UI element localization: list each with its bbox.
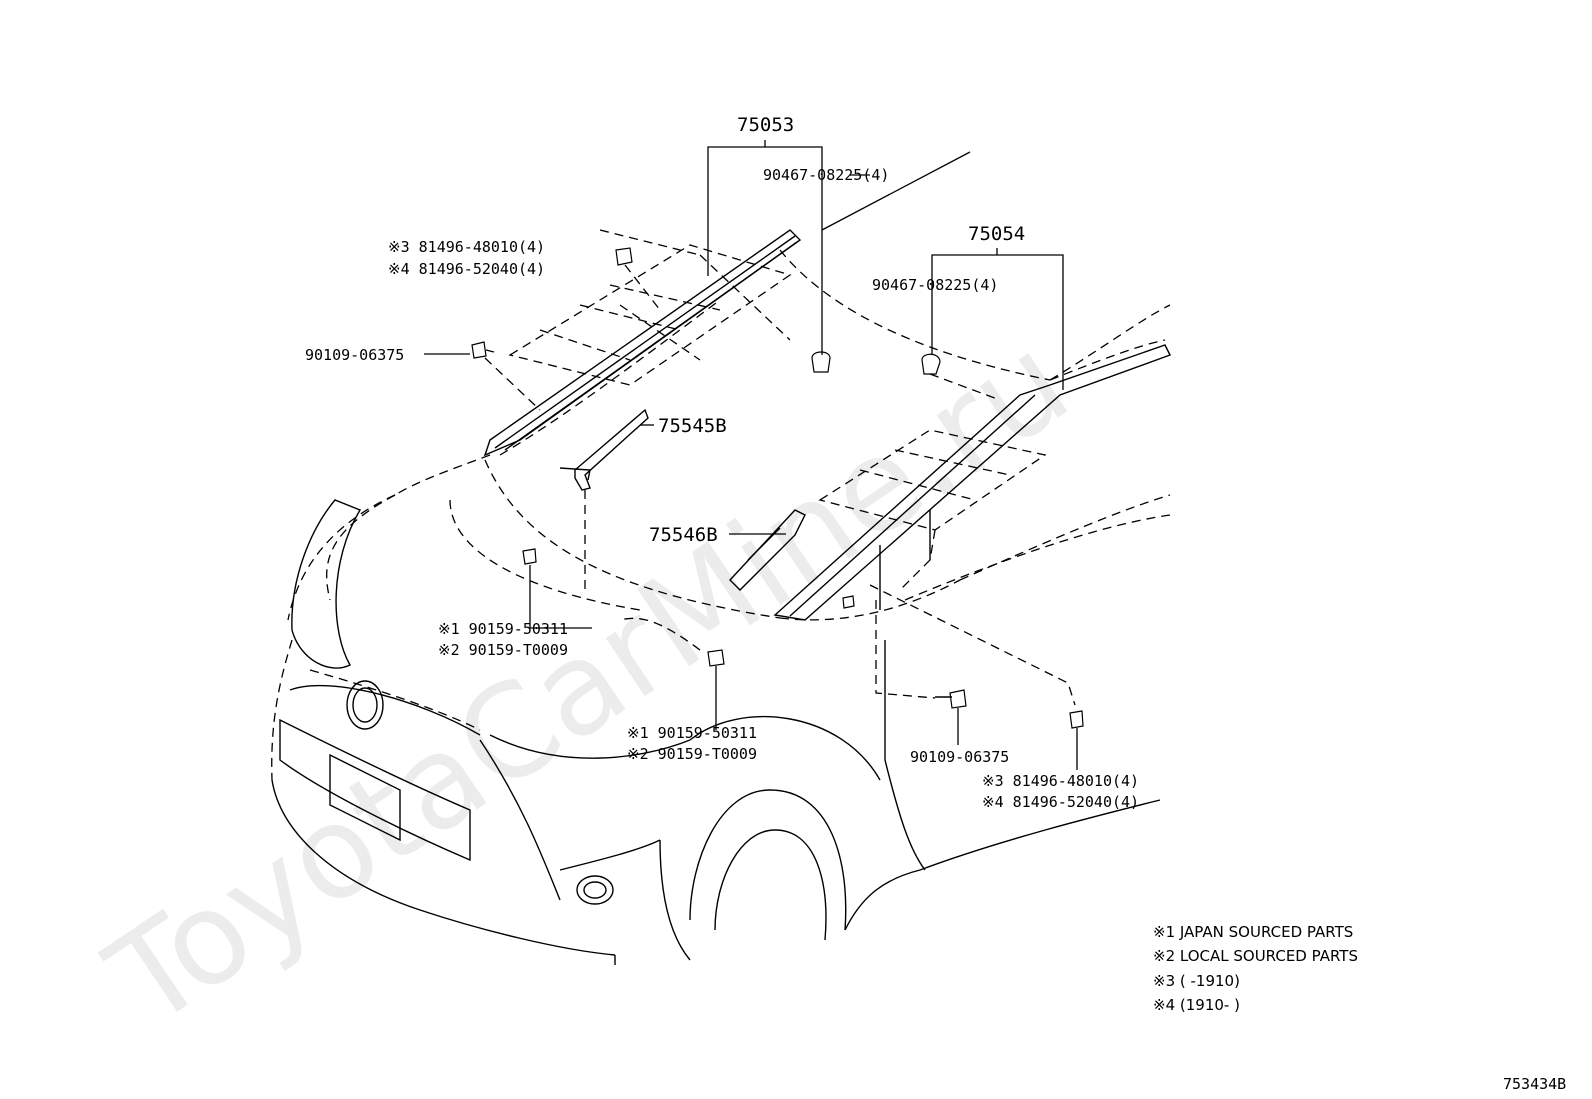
label-bolt-right: 90109-06375 bbox=[910, 748, 1009, 766]
label-75053-fastener: 90467-08225(4) bbox=[763, 166, 889, 184]
clip-left-icon bbox=[615, 247, 661, 311]
label-75546B: 75546B bbox=[649, 524, 718, 546]
label-screw-a-2: ※2 90159-T0009 bbox=[438, 641, 568, 659]
screw-b-icon bbox=[619, 617, 725, 667]
car-body-outline bbox=[271, 249, 1171, 965]
label-75054: 75054 bbox=[968, 223, 1025, 245]
figure-id: 753434B bbox=[1503, 1075, 1566, 1093]
label-bolt-left: 90109-06375 bbox=[305, 346, 404, 364]
legend: ※1 JAPAN SOURCED PARTS ※2 LOCAL SOURCED … bbox=[1153, 923, 1358, 1014]
bolt-right-icon bbox=[842, 595, 967, 709]
label-screw-b-1: ※1 90159-50311 bbox=[627, 724, 757, 742]
legend-item-3: ※3 ( -1910) bbox=[1153, 972, 1240, 990]
label-screw-b-2: ※2 90159-T0009 bbox=[627, 745, 757, 763]
label-clip-right-3: ※3 81496-48010(4) bbox=[982, 772, 1139, 790]
legend-item-2: ※2 LOCAL SOURCED PARTS bbox=[1153, 947, 1358, 965]
bolt-left-icon bbox=[471, 341, 541, 411]
screw-a-icon bbox=[522, 548, 537, 565]
label-screw-a-1: ※1 90159-50311 bbox=[438, 620, 568, 638]
label-75053: 75053 bbox=[737, 114, 794, 136]
part-75546B bbox=[729, 509, 806, 591]
moulding-75053 bbox=[483, 229, 802, 457]
fastener-75053-icon bbox=[811, 351, 831, 373]
clip-right-icon bbox=[869, 584, 1084, 729]
legend-item-1: ※1 JAPAN SOURCED PARTS bbox=[1153, 923, 1353, 941]
moulding-75053-install-grid bbox=[508, 229, 792, 386]
label-clip-right-4: ※4 81496-52040(4) bbox=[982, 793, 1139, 811]
watermark: ToyotaCarMine.ru bbox=[83, 307, 1094, 1056]
leader-lines bbox=[424, 140, 1078, 770]
label-clip-left-3: ※3 81496-48010(4) bbox=[388, 238, 545, 256]
label-75545B: 75545B bbox=[658, 415, 727, 437]
moulding-75054 bbox=[773, 344, 1171, 621]
label-clip-left-4: ※4 81496-52040(4) bbox=[388, 260, 545, 278]
part-75545B bbox=[559, 408, 649, 590]
label-75054-fastener: 90467-08225(4) bbox=[872, 276, 998, 294]
moulding-75054-install-grid bbox=[818, 429, 1047, 610]
legend-item-4: ※4 (1910- ) bbox=[1153, 996, 1240, 1014]
fastener-75054-icon bbox=[921, 353, 1001, 401]
